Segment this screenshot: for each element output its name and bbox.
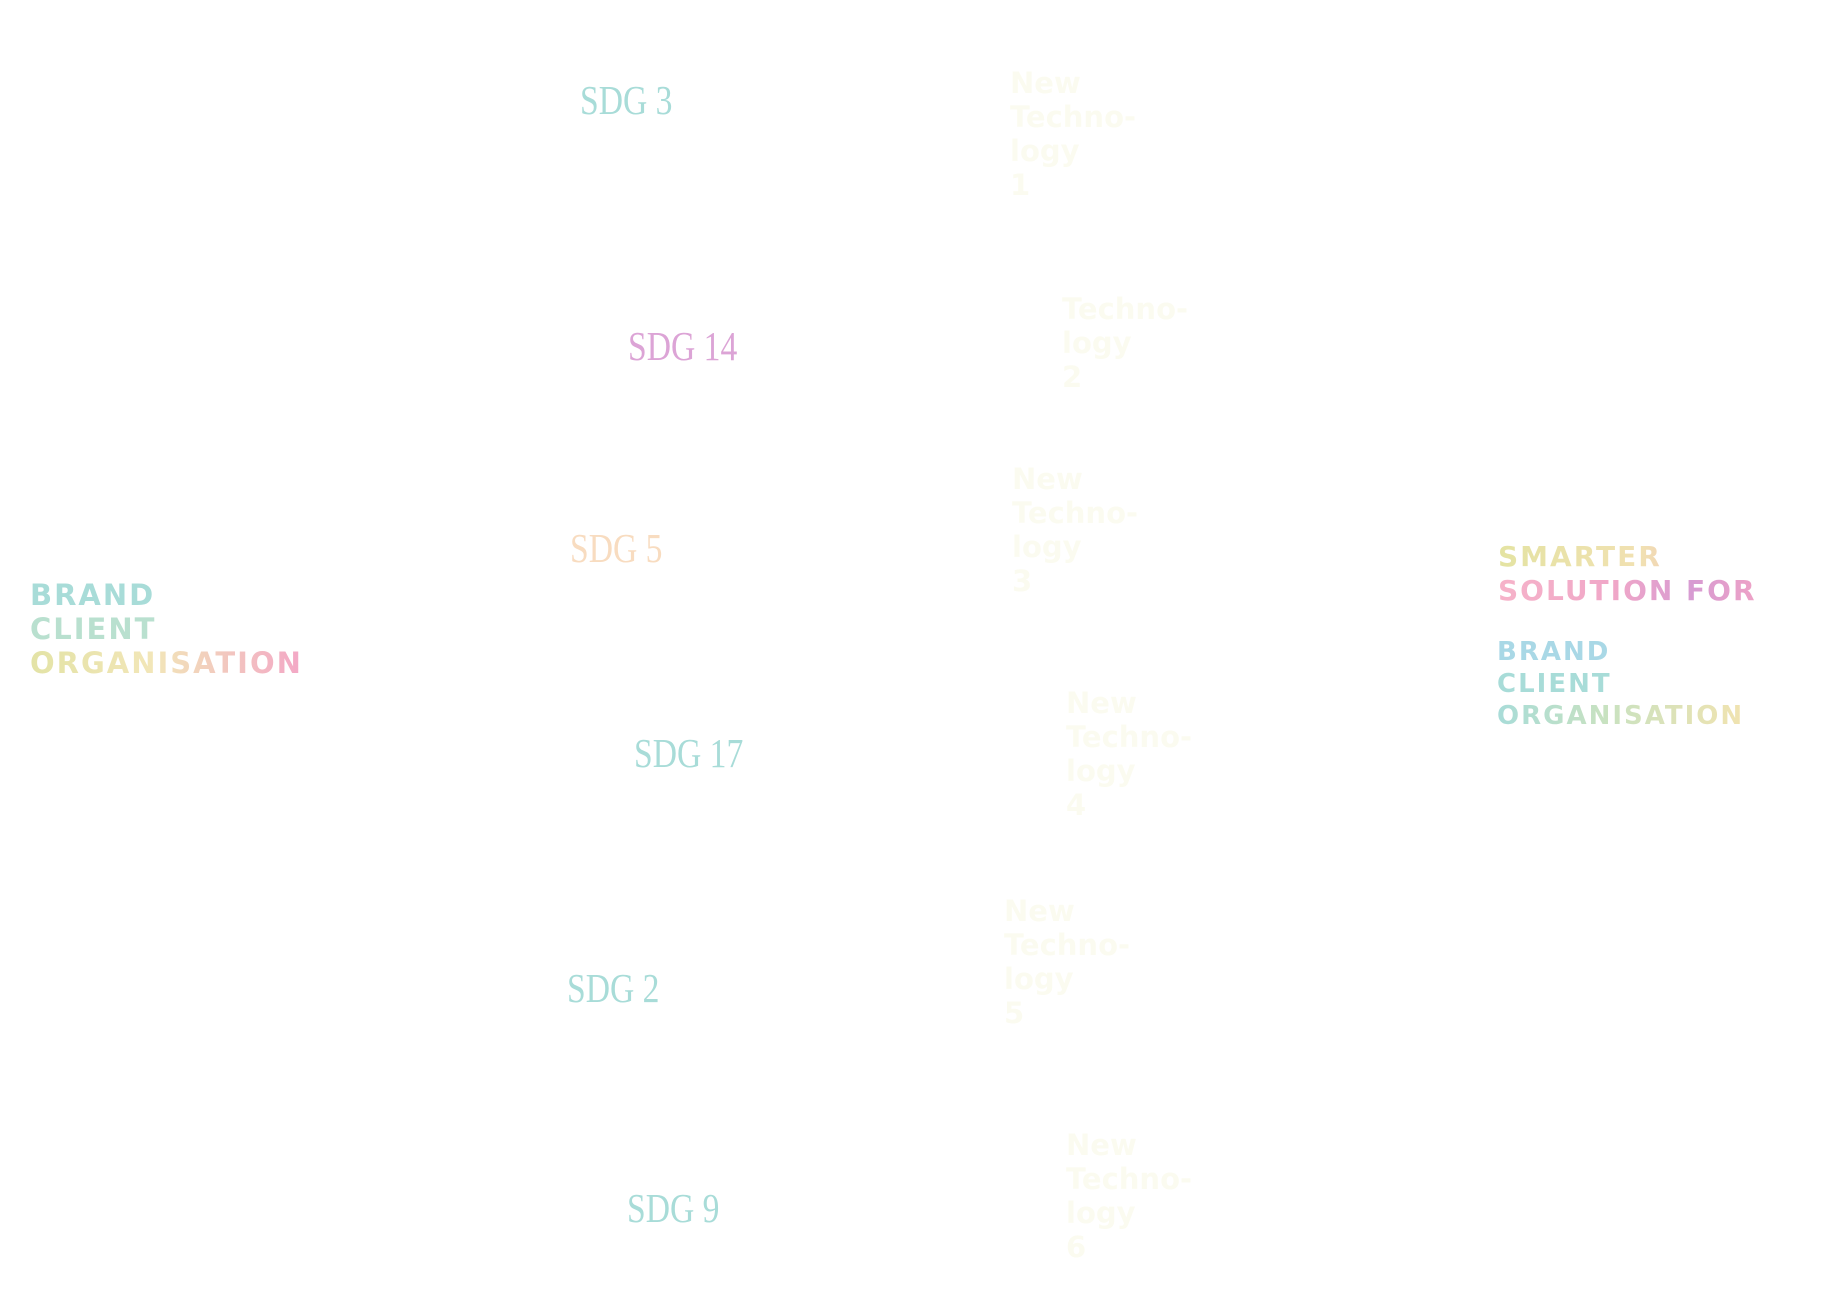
sdg-label-3: SDG 5 bbox=[570, 525, 663, 571]
technology-1-line-4: 1 bbox=[1010, 168, 1031, 202]
technology-6-line-4: 6 bbox=[1066, 1230, 1087, 1264]
sdg-label-5: SDG 2 bbox=[567, 965, 660, 1011]
technology-5: New Techno- logy 5 bbox=[1004, 894, 1154, 1030]
brand-right-line-3: ORGANISATION bbox=[1497, 701, 1745, 731]
brand-client-organisation-left: BRAND CLIENT ORGANISATION bbox=[30, 578, 303, 680]
technology-5-line-2: Techno- bbox=[1004, 928, 1131, 962]
technology-6: New Techno- logy 6 bbox=[1066, 1128, 1216, 1264]
technology-5-line-1: New bbox=[1004, 894, 1075, 928]
technology-4-line-2: Techno- bbox=[1066, 720, 1193, 754]
technology-3-line-1: New bbox=[1012, 462, 1083, 496]
technology-1-line-2: Techno- bbox=[1010, 100, 1137, 134]
technology-2-line-3: logy bbox=[1062, 326, 1132, 360]
technology-3-line-2: Techno- bbox=[1012, 496, 1139, 530]
technology-2: Techno- logy 2 bbox=[1062, 292, 1212, 394]
technology-2-line-4: 2 bbox=[1062, 360, 1083, 394]
brand-right-line-1: BRAND bbox=[1497, 637, 1611, 667]
technology-5-line-4: 5 bbox=[1004, 996, 1025, 1030]
brand-client-organisation-right: BRAND CLIENT ORGANISATION bbox=[1497, 636, 1744, 732]
technology-3-line-3: logy bbox=[1012, 530, 1082, 564]
tagline-line-1: SMARTER bbox=[1498, 540, 1757, 574]
brand-left-line-2: CLIENT bbox=[30, 612, 157, 646]
sdg-label-6: SDG 9 bbox=[627, 1185, 720, 1231]
technology-4-line-4: 4 bbox=[1066, 788, 1087, 822]
technology-5-line-3: logy bbox=[1004, 962, 1074, 996]
technology-6-line-2: Techno- bbox=[1066, 1162, 1193, 1196]
technology-4-line-1: New bbox=[1066, 686, 1137, 720]
sdg-label-1: SDG 3 bbox=[580, 77, 673, 123]
brand-left-line-1: BRAND bbox=[30, 578, 156, 612]
tagline-line-2: SOLUTION FOR bbox=[1498, 574, 1757, 607]
technology-3: New Techno- logy 3 bbox=[1012, 462, 1162, 598]
tagline: SMARTER SOLUTION FOR bbox=[1498, 540, 1757, 608]
technology-4-line-3: logy bbox=[1066, 754, 1136, 788]
brand-right-line-2: CLIENT bbox=[1497, 669, 1612, 699]
technology-6-line-1: New bbox=[1066, 1128, 1137, 1162]
technology-1: New Techno- logy 1 bbox=[1010, 66, 1160, 202]
brand-left-line-3: ORGANISATION bbox=[30, 646, 303, 680]
sdg-label-2: SDG 14 bbox=[628, 323, 738, 369]
technology-1-line-1: New bbox=[1010, 66, 1081, 100]
technology-3-line-4: 3 bbox=[1012, 564, 1033, 598]
technology-4: New Techno- logy 4 bbox=[1066, 686, 1216, 822]
technology-2-line-2: Techno- bbox=[1062, 292, 1189, 326]
technology-1-line-3: logy bbox=[1010, 134, 1080, 168]
technology-6-line-3: logy bbox=[1066, 1196, 1136, 1230]
sdg-label-4: SDG 17 bbox=[634, 730, 744, 776]
